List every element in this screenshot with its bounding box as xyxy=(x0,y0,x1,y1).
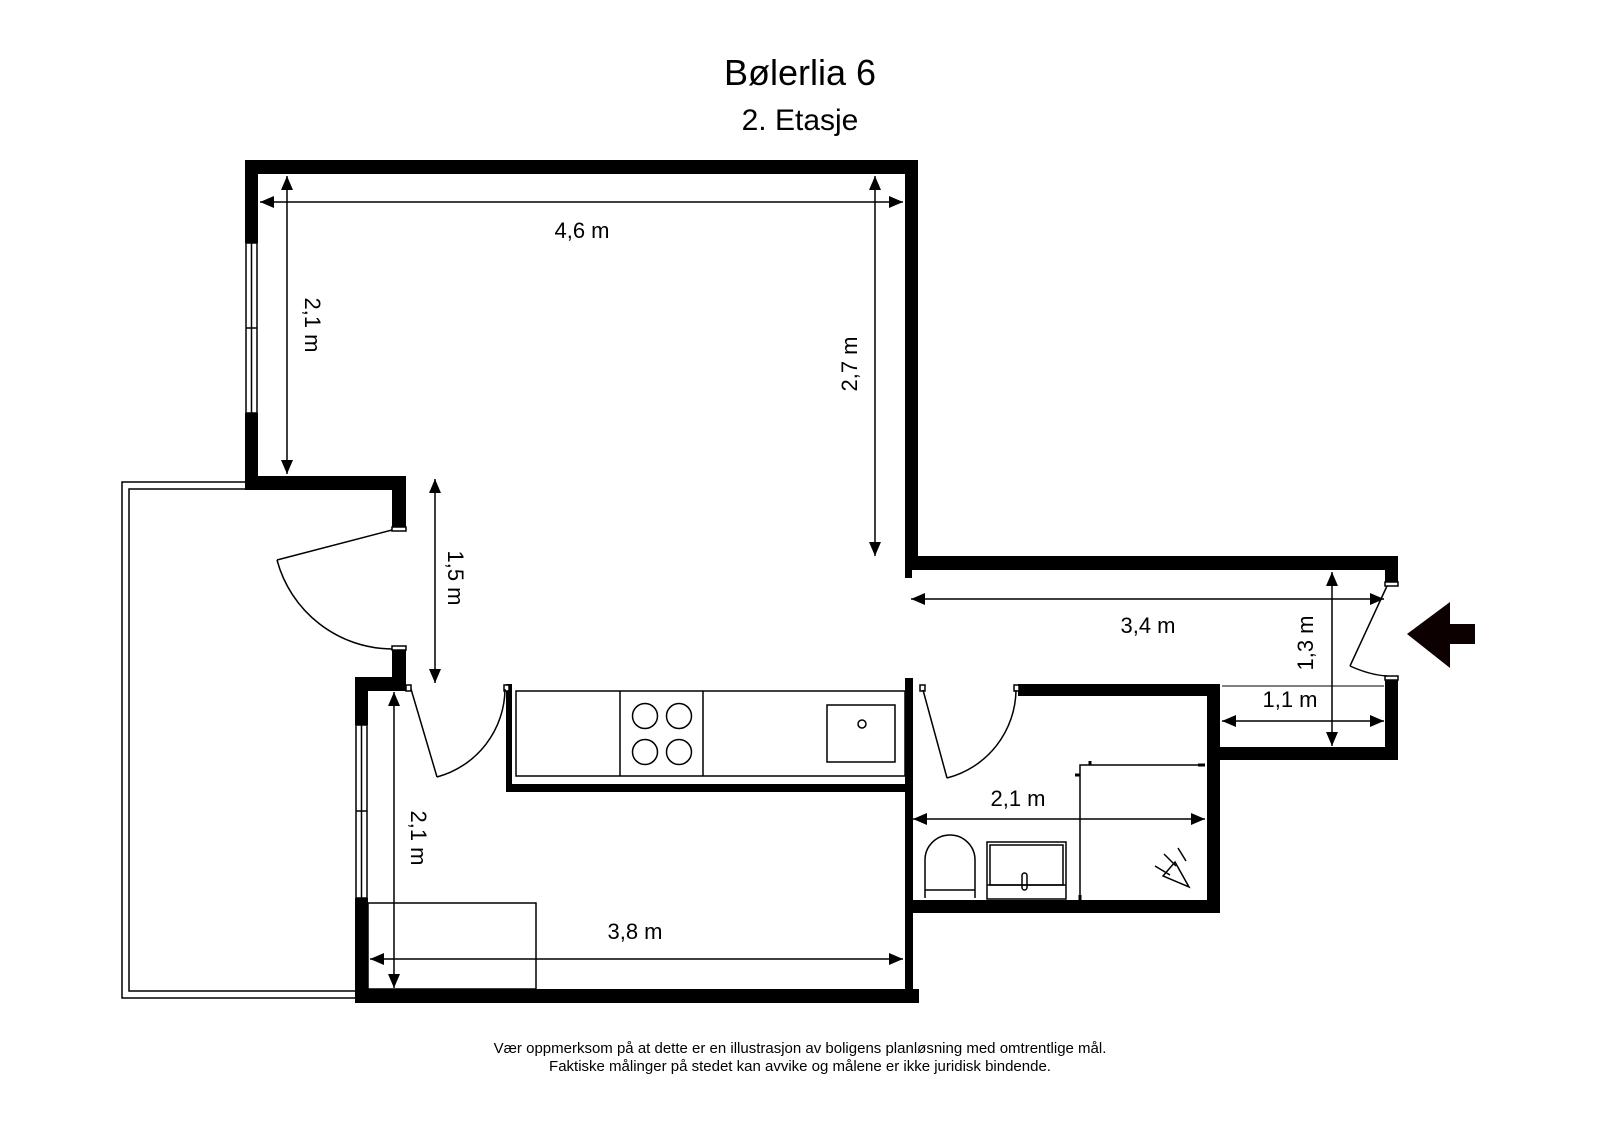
kitchen-table xyxy=(367,902,537,990)
kitchen-counter xyxy=(515,690,906,777)
sink-icon xyxy=(826,704,896,763)
washbasin-icon xyxy=(986,841,1067,900)
bathroom-door[interactable] xyxy=(919,684,1020,779)
stove-icon xyxy=(631,702,693,766)
kitchen-door[interactable] xyxy=(405,684,510,778)
balcony-door[interactable] xyxy=(276,526,407,651)
dim-balcony-door-height: 1,5 m xyxy=(443,550,468,605)
entrance-door[interactable] xyxy=(1349,581,1399,681)
dim-living-width: 4,6 m xyxy=(554,218,609,243)
dim-kitchen-left-height: 2,1 m xyxy=(406,810,431,865)
disclaimer-line-1: Vær oppmerksom på at dette er en illustr… xyxy=(493,1040,1107,1057)
window-kitchen xyxy=(355,724,368,899)
plan-title: Bølerlia 6 xyxy=(723,52,877,93)
disclaimer: Vær oppmerksom på at dette er en illustr… xyxy=(0,1040,1600,1076)
dim-hall-length: 3,4 m xyxy=(1120,613,1175,638)
window-living xyxy=(245,242,258,414)
dim-entry-closet-width: 1,1 m xyxy=(1262,687,1317,712)
dim-kitchen-width: 3,8 m xyxy=(607,919,662,944)
dim-living-left-height: 2,1 m xyxy=(300,297,325,352)
disclaimer-line-2: Faktiske målinger på stedet kan avvike o… xyxy=(549,1058,1051,1075)
dimension-lines xyxy=(260,176,1384,988)
dim-entry-height: 1,3 m xyxy=(1293,615,1318,670)
balcony xyxy=(121,481,355,999)
floor-label: 2. Etasje xyxy=(741,104,859,137)
entrance-arrow-icon xyxy=(1407,602,1475,668)
shower-icon xyxy=(1075,761,1205,900)
dim-bathroom-width: 2,1 m xyxy=(990,786,1045,811)
walls xyxy=(245,160,1398,1003)
dim-living-right-height: 2,7 m xyxy=(837,336,862,391)
toilet-icon xyxy=(924,834,976,898)
